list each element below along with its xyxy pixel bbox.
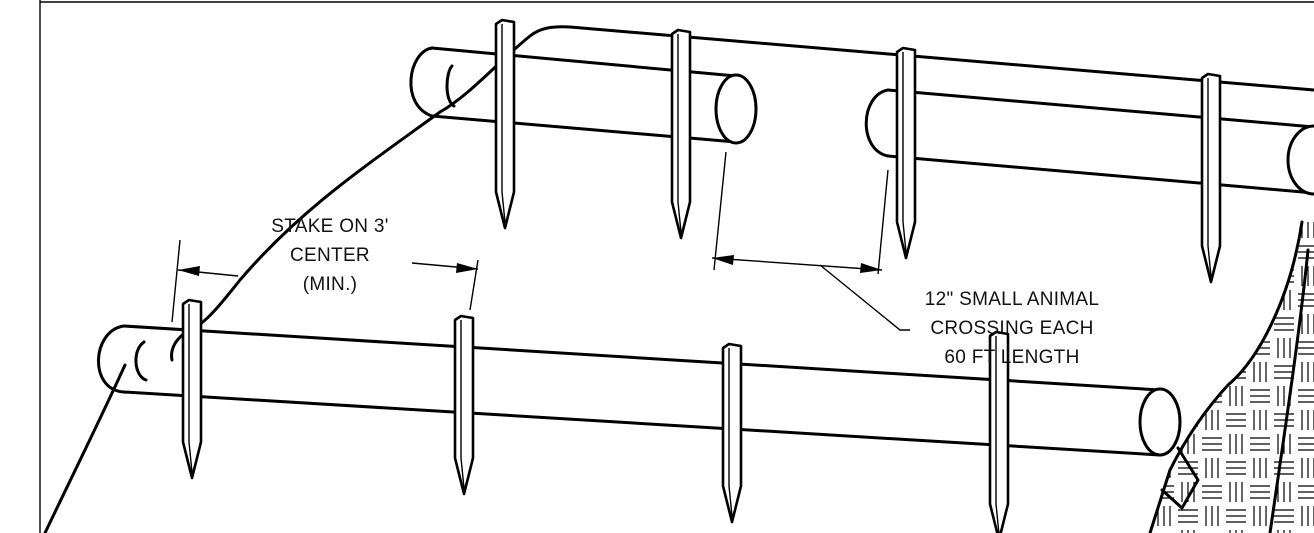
log-upper-right bbox=[864, 88, 1314, 196]
stake-spacing-dimension bbox=[171, 239, 479, 323]
crossing-label: 12" SMALL ANIMAL CROSSING EACH 60 FT LEN… bbox=[925, 289, 1100, 368]
stakes bbox=[181, 18, 1222, 533]
stake-6 bbox=[453, 314, 475, 496]
stake-spacing-line-3: (MIN.) bbox=[303, 274, 358, 295]
stake-5 bbox=[181, 298, 203, 480]
stake-7-edge bbox=[728, 348, 733, 517]
ground-apron bbox=[1148, 220, 1314, 533]
stake-3-edge bbox=[902, 52, 907, 253]
stake-7 bbox=[721, 342, 743, 524]
stake-4 bbox=[1200, 72, 1222, 284]
log-front bbox=[97, 324, 1200, 510]
crossing-dimension bbox=[711, 151, 910, 331]
stake-2 bbox=[670, 28, 692, 240]
stake-8 bbox=[988, 330, 1010, 533]
crossing-line-2: CROSSING EACH bbox=[930, 318, 1093, 339]
stake-spacing-label: STAKE ON 3' CENTER (MIN.) bbox=[271, 216, 388, 295]
stake-1 bbox=[494, 18, 516, 230]
upper-fence-line bbox=[568, 25, 1314, 92]
drawing-border bbox=[39, 0, 1314, 533]
stake-1-edge bbox=[501, 24, 506, 223]
stake-4-edge bbox=[1207, 78, 1212, 277]
crossing-line-3: 60 FT LENGTH bbox=[944, 347, 1079, 368]
stake-2-edge bbox=[677, 34, 682, 233]
crossing-line-1: 12" SMALL ANIMAL bbox=[925, 289, 1100, 310]
stake-5-edge bbox=[188, 304, 193, 473]
stake-spacing-line-2: CENTER bbox=[290, 245, 370, 266]
stake-spacing-line-1: STAKE ON 3' bbox=[271, 216, 388, 237]
stake-6-edge bbox=[460, 320, 465, 489]
fabric-edge bbox=[43, 25, 572, 533]
stake-8-edge bbox=[995, 336, 1000, 533]
stake-3 bbox=[895, 46, 917, 260]
